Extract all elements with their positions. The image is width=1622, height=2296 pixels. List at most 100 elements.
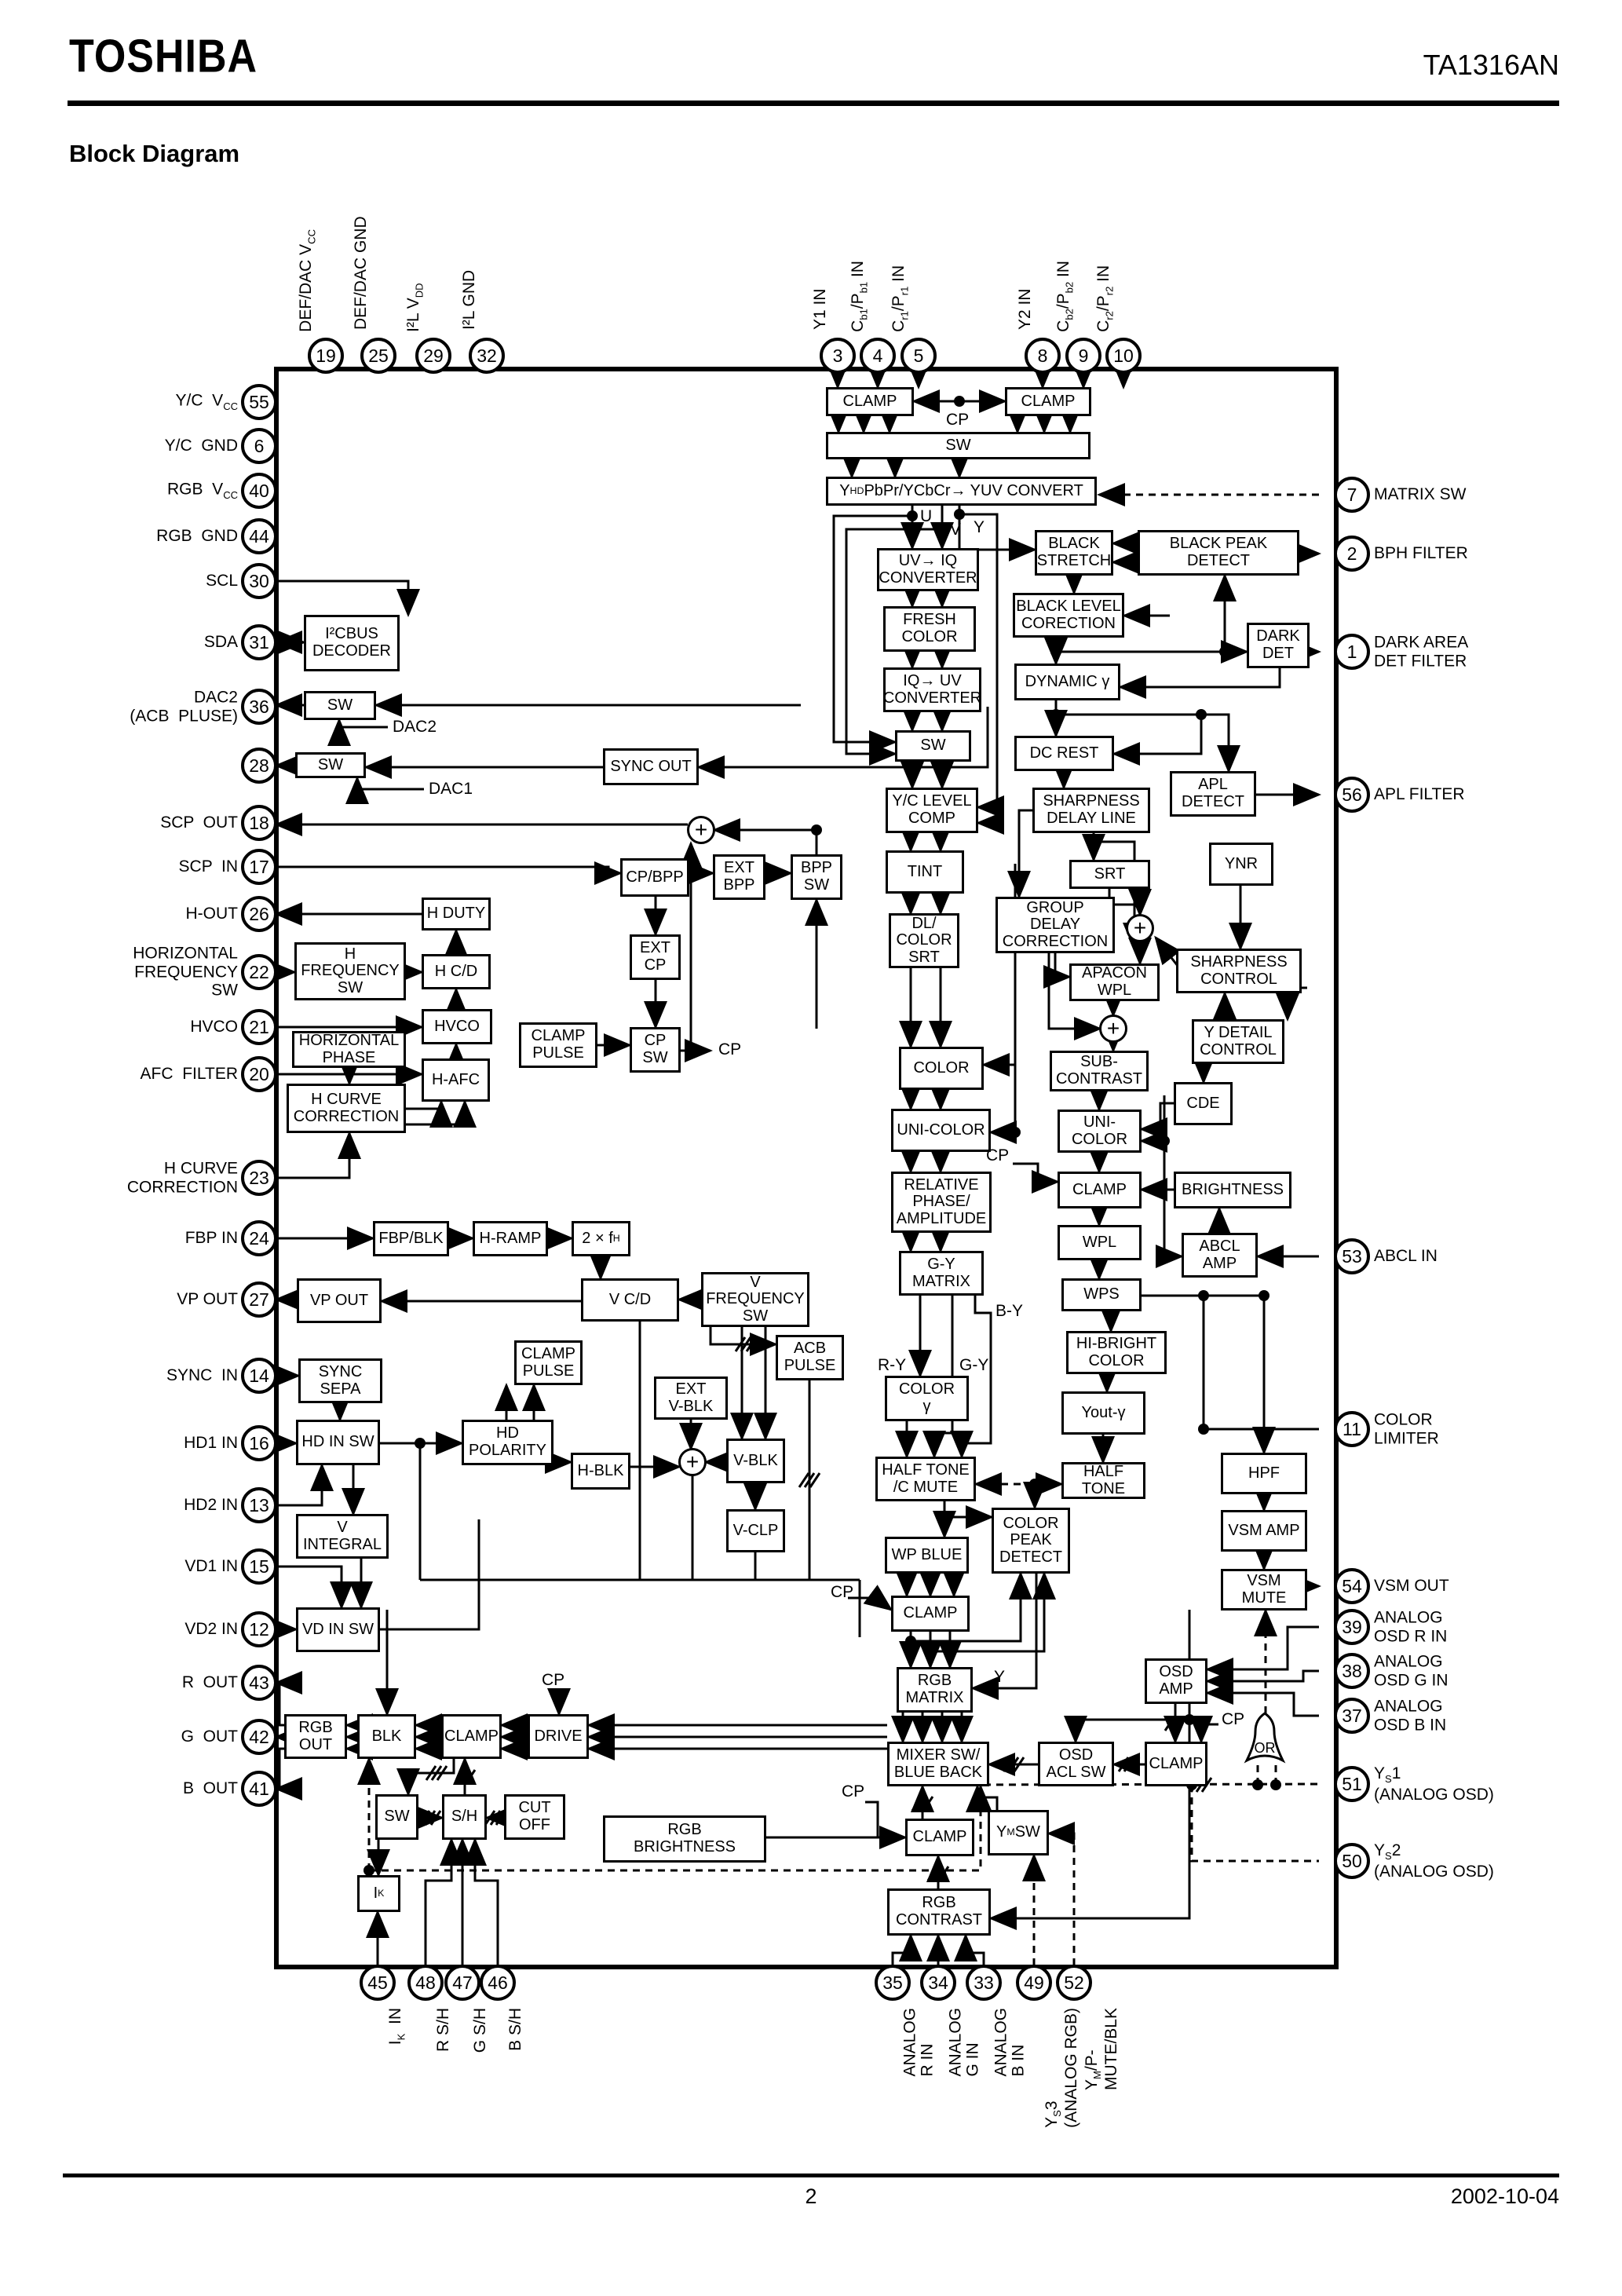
block-hvco: HVCO bbox=[422, 1009, 492, 1044]
wire bbox=[1205, 1681, 1319, 1717]
wire bbox=[406, 1099, 453, 1128]
hatch-mark bbox=[1117, 1757, 1130, 1772]
junction-dot bbox=[907, 510, 918, 521]
wire bbox=[959, 513, 1004, 819]
pin-label-5: Cr1/Pr1 IN bbox=[890, 265, 911, 332]
wire bbox=[922, 1296, 954, 1459]
adder-vblk: + bbox=[678, 1448, 707, 1476]
wire bbox=[276, 861, 623, 885]
pin-9: 9 bbox=[1065, 338, 1101, 374]
block-h-blk: H-BLK bbox=[571, 1453, 630, 1490]
hatch-mark bbox=[425, 1765, 437, 1781]
pin-label-13: HD2 IN bbox=[184, 1496, 238, 1515]
hatch-mark bbox=[1174, 1716, 1187, 1731]
annotation-cp-6: CP bbox=[718, 1040, 742, 1058]
junction-dot bbox=[685, 1045, 696, 1056]
pin-19: 19 bbox=[308, 338, 344, 374]
hatch-mark bbox=[1002, 1757, 1014, 1772]
block-uni-color-l: UNI-COLOR bbox=[891, 1109, 991, 1152]
junction-dot bbox=[1050, 646, 1061, 657]
block-clamp-color: CLAMP bbox=[1058, 1172, 1142, 1208]
pin-33: 33 bbox=[966, 1965, 1002, 2001]
block-wpl: WPL bbox=[1058, 1225, 1142, 1260]
hatch-mark bbox=[937, 1866, 950, 1881]
wire bbox=[709, 1327, 778, 1356]
annotation-g-y-9: G-Y bbox=[959, 1356, 989, 1374]
pin-43: 43 bbox=[241, 1665, 277, 1701]
pin-23: 23 bbox=[241, 1160, 277, 1196]
annotation-b-y-10: B-Y bbox=[995, 1302, 1024, 1320]
hatch-mark bbox=[911, 1796, 923, 1812]
wire bbox=[396, 1759, 455, 1797]
part-number: TA1316AN bbox=[1423, 49, 1559, 81]
pin-41: 41 bbox=[241, 1771, 277, 1807]
pin-48: 48 bbox=[407, 1965, 444, 2001]
pin-4: 4 bbox=[860, 338, 896, 374]
hatch-mark bbox=[430, 1765, 443, 1781]
wire bbox=[930, 1571, 1056, 1653]
footer-date: 2002-10-04 bbox=[1450, 2184, 1559, 2208]
pin-label-24: FBP IN bbox=[184, 1229, 238, 1248]
hatch-mark bbox=[1013, 1757, 1025, 1772]
pin-6: 6 bbox=[241, 428, 277, 464]
pin-21: 21 bbox=[241, 1009, 277, 1045]
block-srt: SRT bbox=[1069, 860, 1150, 889]
pin-label-54: VSM OUT bbox=[1374, 1577, 1449, 1596]
wire bbox=[1056, 713, 1240, 773]
pin-label-41: B OUT bbox=[182, 1779, 238, 1798]
annotation-dac1-5: DAC1 bbox=[429, 780, 473, 798]
pin-label-19: DEF/DAC VCC bbox=[297, 229, 318, 332]
adder-sharp: + bbox=[1126, 914, 1154, 942]
pin-8: 8 bbox=[1025, 338, 1061, 374]
pin-label-47: G S/H bbox=[471, 2008, 489, 2053]
hatch-mark bbox=[1164, 1716, 1176, 1731]
block-half-tone-c: HALF TONE/C MUTE bbox=[875, 1457, 976, 1501]
annotation-r-y-8: R-Y bbox=[878, 1356, 907, 1374]
block-half-tone-r: HALF TONE bbox=[1061, 1462, 1145, 1499]
pin-label-26: H-OUT bbox=[185, 905, 239, 923]
wire bbox=[848, 1585, 893, 1611]
block-mixer: MIXER SW/BLUE BACK bbox=[887, 1742, 989, 1786]
wire bbox=[276, 1463, 334, 1507]
pin-45: 45 bbox=[360, 1965, 396, 2001]
block-h-cd: H C/D bbox=[422, 954, 491, 989]
adder-scp: + bbox=[687, 816, 715, 844]
wire bbox=[406, 1099, 477, 1128]
wire bbox=[1047, 1822, 1076, 1965]
pin-36: 36 bbox=[241, 689, 277, 725]
hatch-mark bbox=[740, 1336, 752, 1352]
annotation-v-2: V bbox=[950, 521, 962, 539]
wire bbox=[1043, 953, 1072, 989]
junction-dot bbox=[905, 1636, 916, 1647]
toshiba-logo: TOSHIBA bbox=[69, 30, 258, 83]
or-gate-label: OR bbox=[1255, 1740, 1276, 1756]
wire bbox=[1007, 809, 1032, 899]
pin-label-48: R S/H bbox=[434, 2008, 452, 2053]
pin-label-40: RGB VCC bbox=[167, 480, 238, 501]
pin-5: 5 bbox=[901, 338, 937, 374]
pin-label-30: SCL bbox=[206, 572, 238, 590]
pin-28: 28 bbox=[241, 748, 277, 784]
hatch-mark bbox=[458, 1769, 471, 1785]
hatch-mark bbox=[926, 1866, 939, 1881]
hatch-mark bbox=[489, 1810, 502, 1826]
block-wp-blue: WP BLUE bbox=[885, 1537, 969, 1574]
wire bbox=[865, 1801, 879, 1837]
